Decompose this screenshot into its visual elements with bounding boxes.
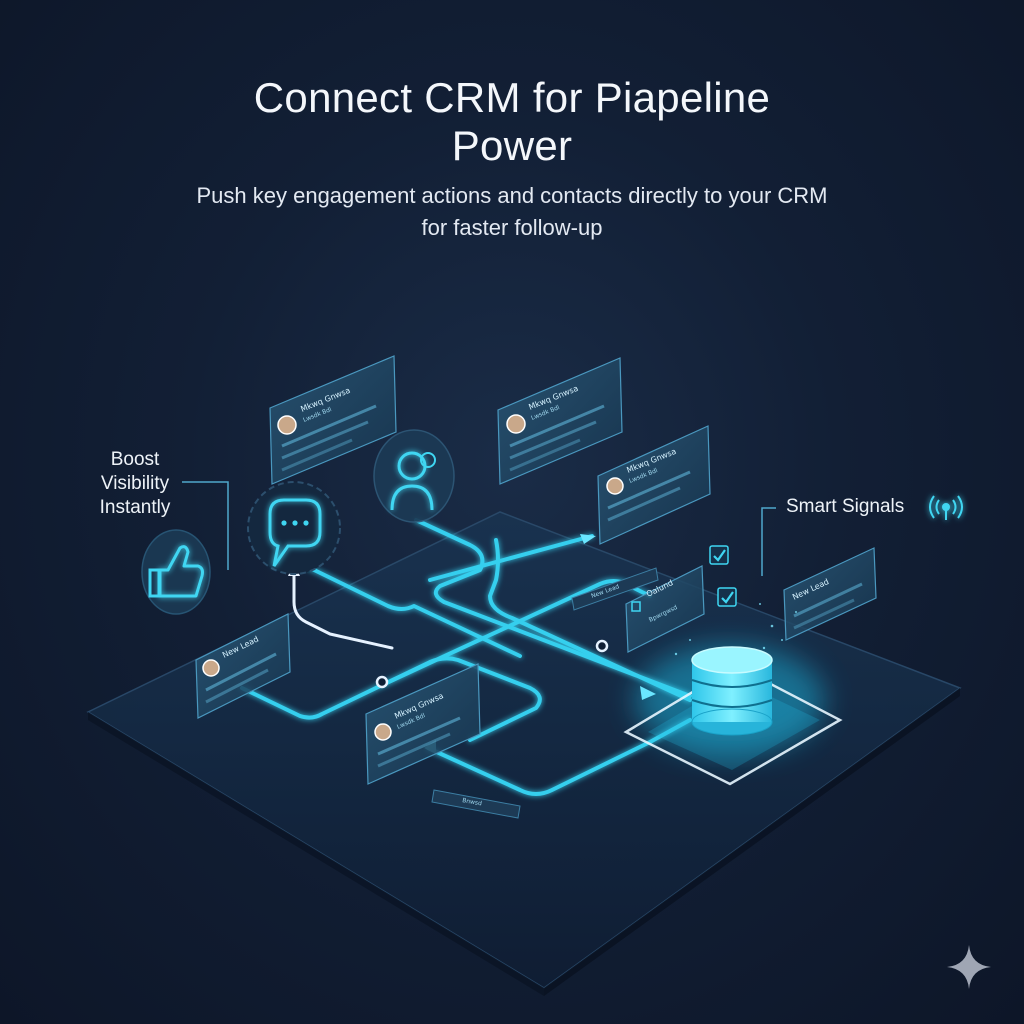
callout-smart-signals: Smart Signals — [786, 496, 905, 517]
card-top-mid: Mkwq Gnwsa Lwsdk Bdl — [497, 357, 623, 485]
database-icon — [691, 646, 773, 736]
line-chat — [304, 564, 522, 658]
chat-bubble-icon — [247, 481, 341, 575]
node-dot-2 — [595, 639, 609, 653]
signal-icon — [929, 495, 963, 520]
tag-new-lead: New Lead — [571, 567, 659, 611]
line-bottom-loop — [426, 718, 692, 796]
callout-line-1: Boost — [110, 449, 160, 470]
platform-edge-right — [544, 688, 960, 996]
page-title: Connect CRM for Piapeline Power — [112, 74, 912, 170]
sparkle-icon — [947, 945, 991, 989]
callout-line-3: Instantly — [99, 497, 171, 518]
line-top-to-db — [488, 538, 692, 702]
node-dot-1 — [375, 675, 389, 689]
page-subtitle: Push key engagement actions and contacts… — [92, 180, 932, 244]
check-icon — [709, 545, 729, 565]
user-profile-icon — [373, 429, 455, 523]
line-to-top-right — [428, 534, 594, 582]
line-profile-to-db — [414, 518, 692, 698]
title-line-2: Power — [451, 122, 573, 169]
card-center-low: Mkwq Gnwsa Lwsdk Bdl — [365, 663, 481, 785]
thumbs-up-icon — [141, 529, 211, 615]
tag-bottom: Bnwsd — [431, 789, 521, 819]
card-left-low: New Lead — [195, 613, 291, 719]
platform-edge — [88, 712, 544, 996]
card-right-far: New Lead — [783, 547, 877, 641]
title-line-1: Connect CRM for Piapeline — [253, 74, 771, 121]
callout-boost-visibility: Boost Visibility Instantly — [80, 448, 190, 520]
card-right-mid: Mkwq Gnwsa Lwsdk Bdl — [597, 425, 711, 545]
callout-right-leader — [761, 507, 776, 576]
subtitle-line-2: for faster follow-up — [421, 215, 603, 240]
arrow-head-2 — [580, 534, 596, 544]
sparkle-particles — [674, 603, 797, 656]
arrow-head-1 — [640, 686, 656, 700]
tag-label: Bnwsd — [462, 797, 483, 807]
subtitle-line-1: Push key engagement actions and contacts… — [196, 183, 828, 208]
white-arrow-line — [292, 568, 394, 650]
callout-line-2: Visibility — [100, 473, 170, 494]
check-icon — [717, 587, 737, 607]
callout-left-leader — [182, 481, 229, 570]
